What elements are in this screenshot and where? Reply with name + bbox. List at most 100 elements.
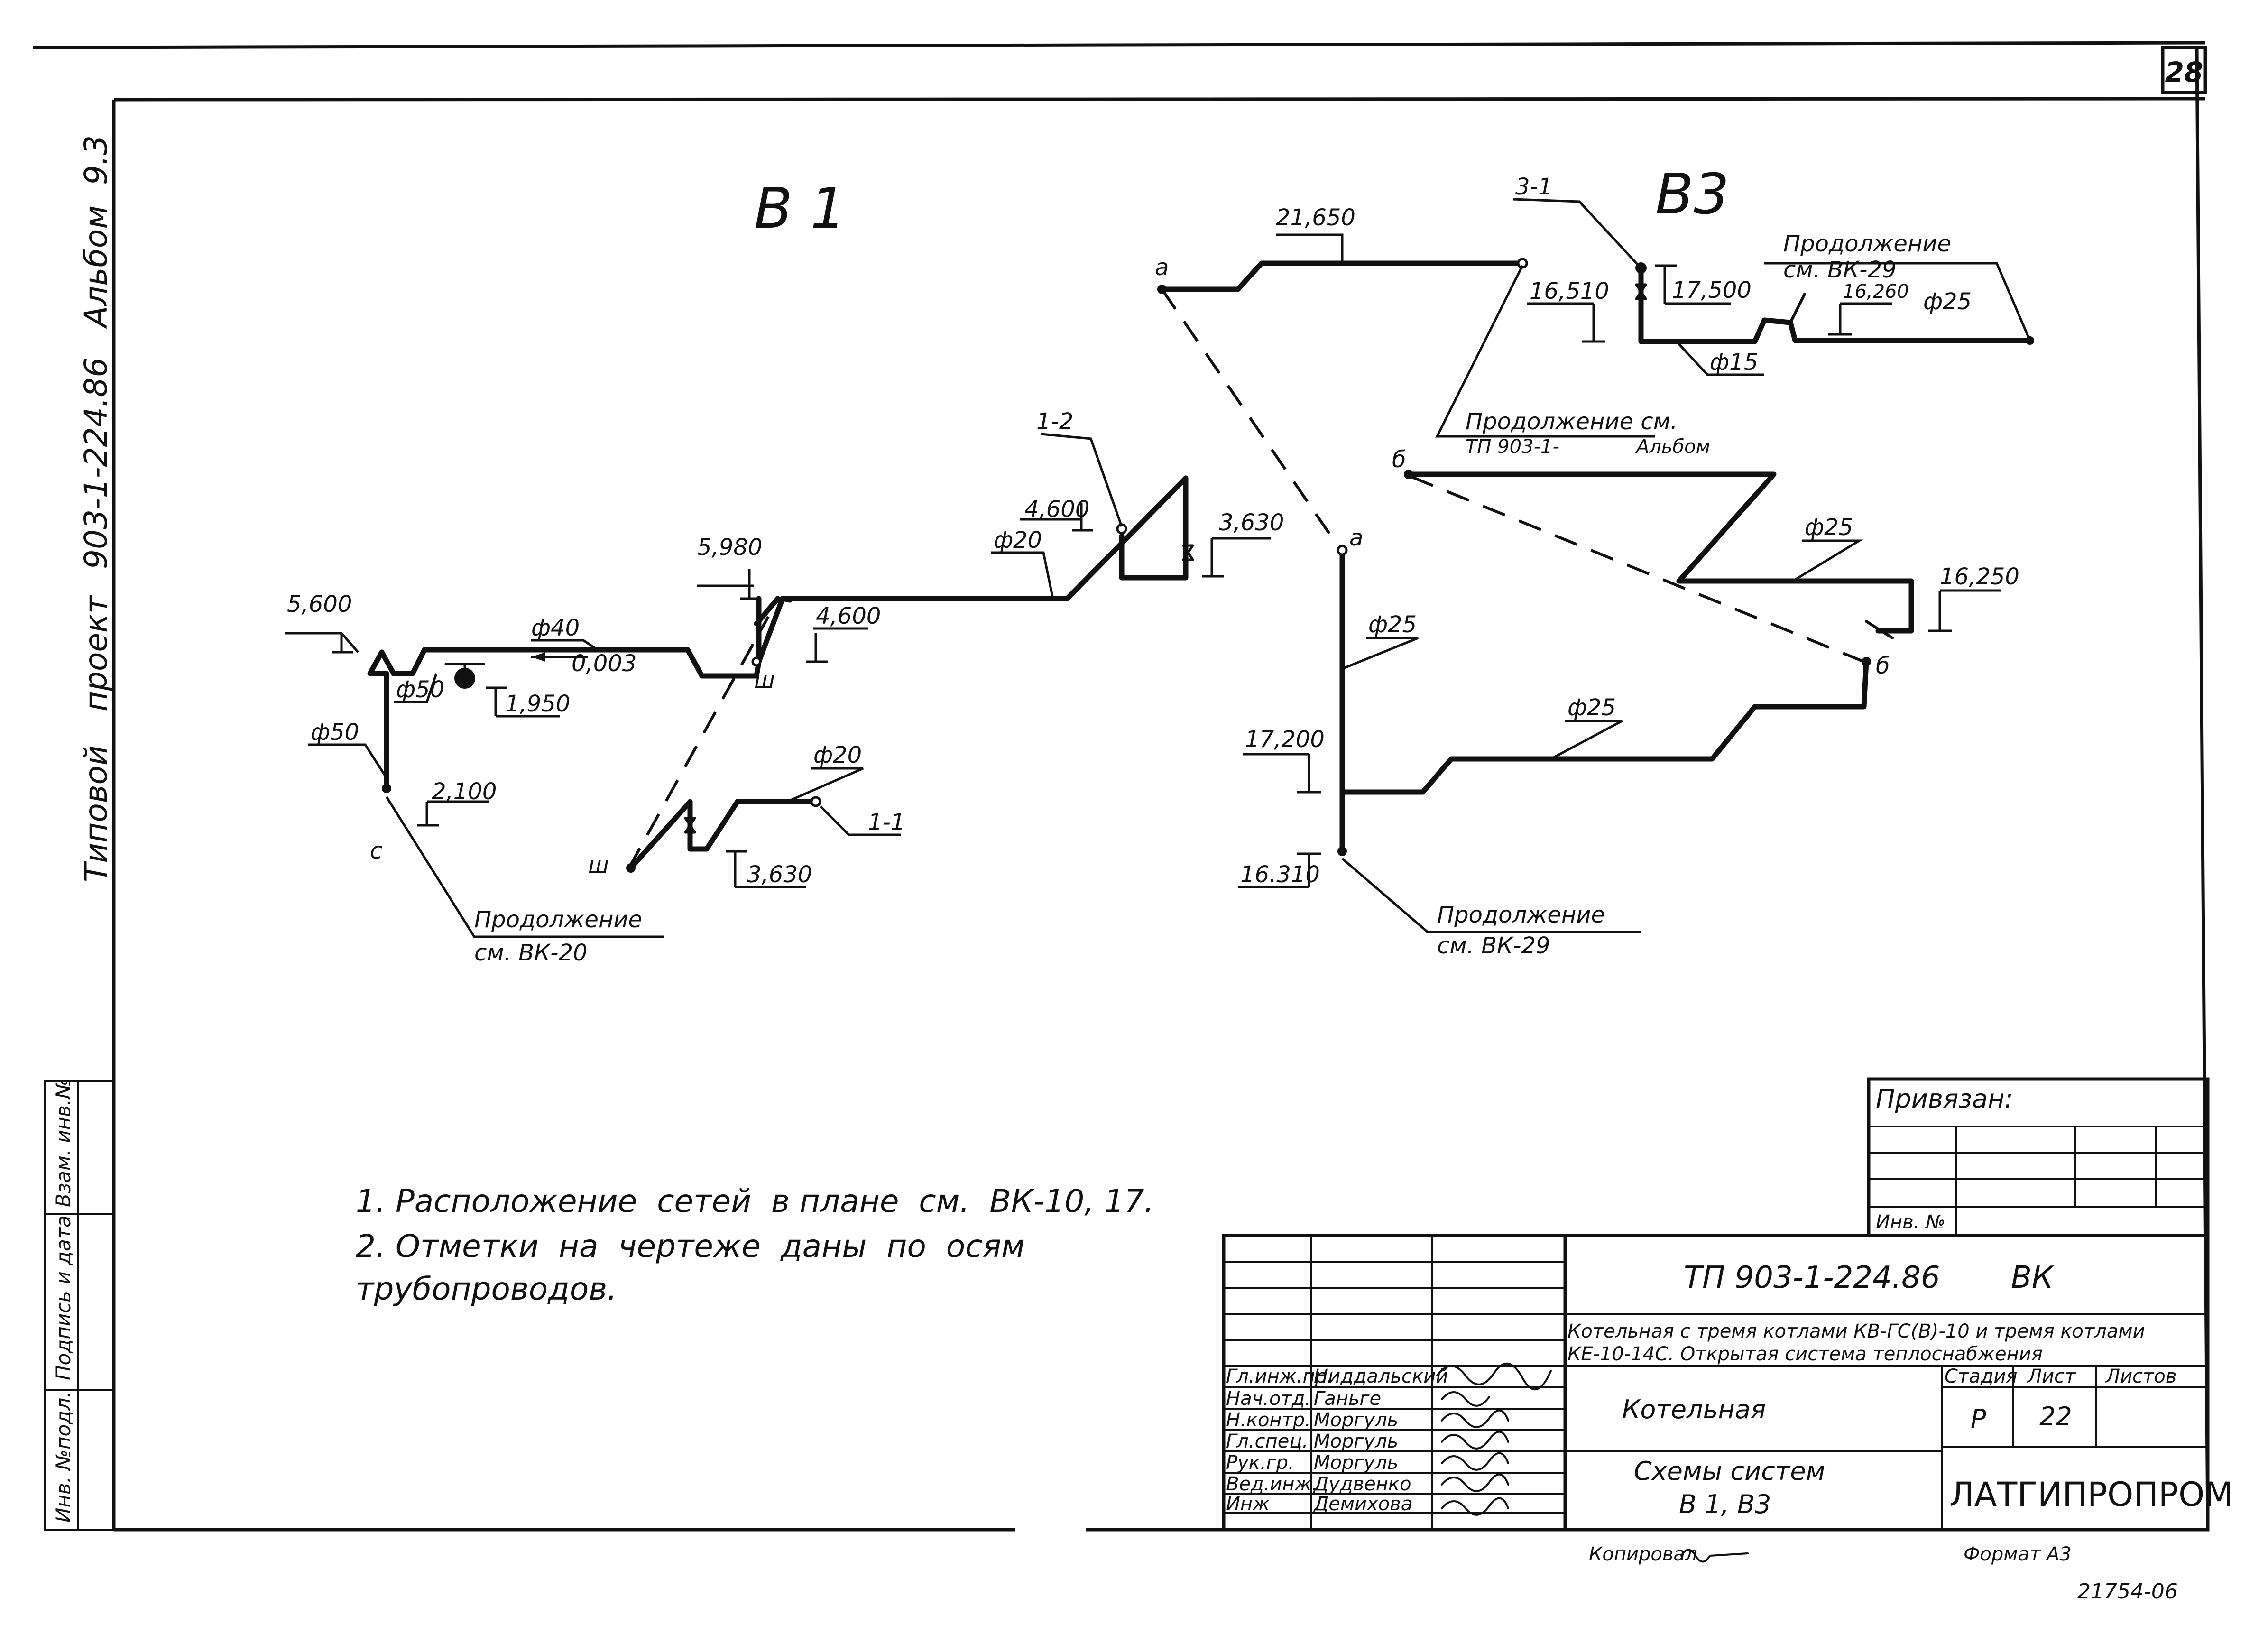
doc-code: ТП 903-1-224.86 <box>1684 1260 1940 1295</box>
note-3: трубопроводов. <box>356 1271 617 1307</box>
sig-name-5: Дудвенко <box>1313 1473 1411 1495</box>
left-margin-text: Типовой проект 903-1-224.86 Альбом 9.3 <box>78 135 114 882</box>
sig-role-5: Вед.инж. <box>1226 1473 1318 1495</box>
b3-size-phi25-d: ф25 <box>1567 694 1616 721</box>
b3-lower-pipe <box>1339 659 1869 795</box>
stamp-inv-podl: Инв. №подл. <box>52 1392 75 1523</box>
page-number: 28 <box>2165 56 2203 88</box>
b3-level-17500: 17,500 <box>1672 277 1752 304</box>
b3-cont-top-1: Продолжение <box>1783 231 1951 257</box>
b1-point-sh2-label: ш <box>588 852 609 878</box>
sig-name-3: Моргуль <box>1314 1431 1398 1452</box>
margin-doc-code: 903-1-224.86 <box>78 357 114 569</box>
b1-level-1950: 1,950 <box>505 691 570 717</box>
level-marker: 4,600 <box>806 603 881 663</box>
b3-cont-bottom-1: Продолжение <box>1437 902 1605 928</box>
sheet-header: Лист <box>2027 1366 2076 1387</box>
level-marker: 4,600 <box>1020 496 1093 532</box>
b3-cont-album-3: Альбом <box>1635 436 1710 458</box>
b3-level-16260: 16,260 <box>1843 281 1909 303</box>
format-label: Формат А3 <box>1964 1543 2072 1565</box>
sig-name-0: Ниддальский <box>1314 1366 1448 1387</box>
b1-level-2100: 2,100 <box>432 778 497 805</box>
level-marker: 2,100 <box>417 778 497 827</box>
title-block: Гл.инж.пр. Ниддальский Нач.отд. Ганьге Н… <box>1222 1234 2233 1532</box>
stray-mark: 21754-06 <box>2077 1579 2178 1604</box>
sig-name-2: Моргуль <box>1314 1409 1398 1431</box>
b3-cont-top-2: см. ВК-29 <box>1783 257 1897 283</box>
b3-point-a-label: а <box>1155 254 1169 281</box>
margin-word-2: проект <box>78 594 114 711</box>
stamp-vzam-inv: Взам. инв.№ <box>52 1078 75 1207</box>
b3-level-17200: 17,200 <box>1245 726 1325 753</box>
margin-word-4: Альбом <box>78 205 114 329</box>
signature-scribbles <box>1436 1363 1552 1516</box>
b1-tag-1-2: 1-2 <box>1036 408 1073 435</box>
sig-name-6: Демихова <box>1313 1493 1412 1515</box>
level-marker: 5,600 <box>285 591 359 654</box>
b3-level-16250: 16,250 <box>1940 563 2019 590</box>
level-marker: 16.310 <box>1238 852 1321 888</box>
b1-main-pipe <box>367 475 1189 790</box>
sig-name-4: Моргуль <box>1314 1452 1398 1474</box>
b3-size-phi25-c: ф25 <box>1368 611 1417 638</box>
notes: 1. Расположение сетей в плане см. ВК-10,… <box>356 1183 1154 1307</box>
b1-cont-1: Продолжение <box>474 906 642 933</box>
b3-point-a2-label: а <box>1349 525 1363 551</box>
b3-point-b2-label: б <box>1876 653 1890 679</box>
b3-level-16510: 16,510 <box>1530 278 1609 305</box>
system-b3: В3 21,650 16,510 <box>1155 161 2034 959</box>
b1-level-5980: 5,980 <box>697 534 762 561</box>
drawing-title-2: В 1, В3 <box>1679 1489 1771 1519</box>
b3-size-phi15: ф15 <box>1710 349 1758 376</box>
stage-value: Р <box>1971 1404 1986 1434</box>
b1-size-phi20-b: ф20 <box>813 742 862 768</box>
sig-role-2: Н.контр. <box>1226 1409 1311 1431</box>
b1-dashed-link <box>627 616 770 870</box>
b1-size-phi20: ф20 <box>994 527 1042 554</box>
copied-by: Копировал <box>1589 1543 1697 1565</box>
sig-name-1: Ганьге <box>1314 1388 1381 1410</box>
section-code: ВК <box>2011 1260 2055 1295</box>
sheets-header: Листов <box>2105 1366 2176 1387</box>
b3-cont-bottom-2: см. ВК-29 <box>1437 933 1550 959</box>
level-marker: 16,260 <box>1828 281 1909 336</box>
level-marker: 3,630 <box>726 850 812 888</box>
stage-header: Стадия <box>1945 1366 2017 1387</box>
b1-level-3630-b: 3,630 <box>747 861 812 888</box>
level-marker: 3,630 <box>1202 509 1284 578</box>
attached-block: Привязан: Инв. № <box>1867 1077 2210 1237</box>
project-line-1: Котельная с тремя котлами КВ-ГС(В)-10 и … <box>1567 1320 2145 1342</box>
b3-b-pipe <box>1406 471 1914 634</box>
sig-role-1: Нач.отд. <box>1226 1388 1311 1410</box>
b3-top-pipe <box>1159 260 1525 292</box>
level-marker: 21,650 <box>1276 204 1355 263</box>
b1-slope: 0,003 <box>572 650 636 677</box>
sig-role-6: Инж <box>1226 1493 1270 1515</box>
b3-right-pipe <box>1638 268 2033 344</box>
water-meter-icon <box>454 668 475 689</box>
level-marker: 17,200 <box>1243 726 1325 794</box>
b3-cont-album-2: ТП 903-1- <box>1466 436 1559 458</box>
level-marker: 16,510 <box>1527 278 1609 343</box>
sig-role-3: Гл.спец. <box>1226 1431 1308 1452</box>
level-marker: 5,980 <box>697 534 762 600</box>
margin-word-1: Типовой <box>78 745 114 882</box>
b1-point-c <box>382 784 391 793</box>
system-b1: В 1 5,600 <box>285 175 1284 966</box>
b1-cont-2: см. ВК-20 <box>474 940 588 966</box>
level-marker: 17,500 <box>1655 264 1752 305</box>
b1-size-phi40: ф40 <box>531 615 580 641</box>
left-stamp: Инв. №подл. Подпись и дата Взам. инв.№ <box>44 1078 115 1531</box>
b1-branch-pipe <box>628 799 819 871</box>
note-1: 1. Расположение сетей в плане см. ВК-10,… <box>356 1183 1154 1219</box>
inv-label: Инв. № <box>1876 1211 1945 1233</box>
drawing-title-1: Схемы систем <box>1634 1456 1825 1486</box>
organization: ЛАТГИПРОПРОМ <box>1949 1475 2233 1514</box>
b1-title: В 1 <box>754 175 846 241</box>
valve-icon <box>1635 283 1647 300</box>
b1-size-phi50-b: ф50 <box>396 676 444 703</box>
b1-size-phi50: ф50 <box>311 719 359 746</box>
b3-title: В3 <box>1655 161 1729 227</box>
